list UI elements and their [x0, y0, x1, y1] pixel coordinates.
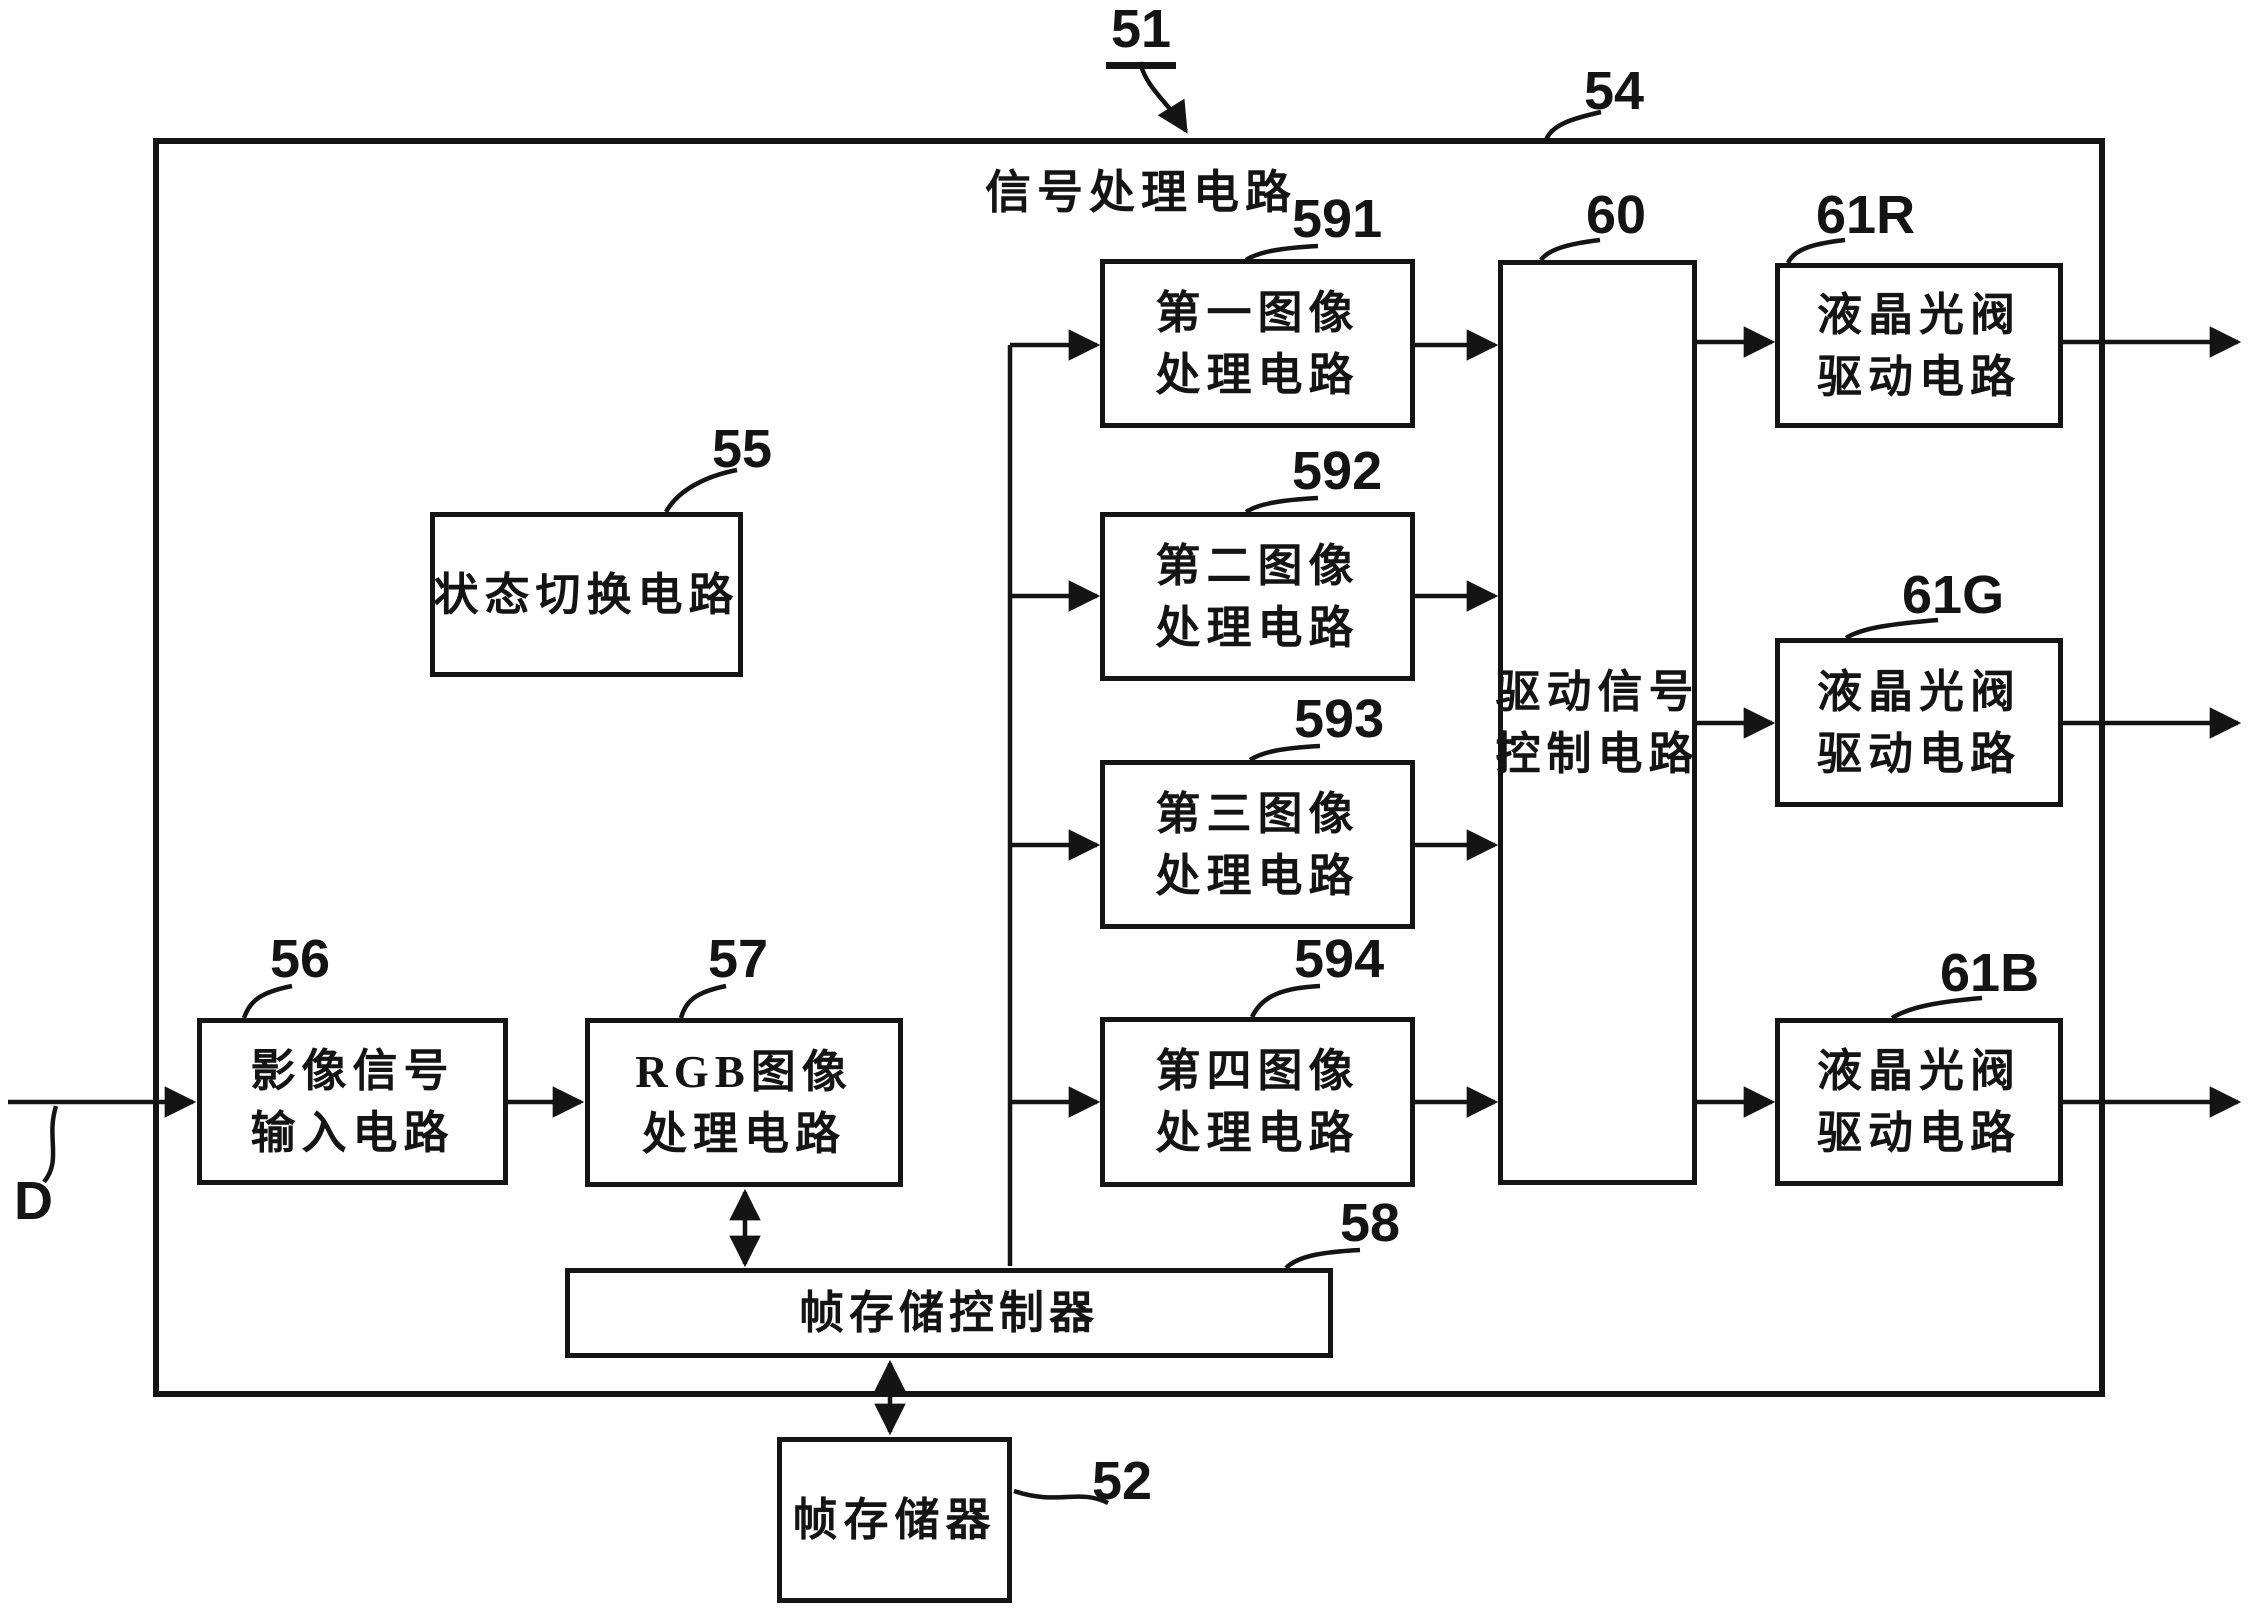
leader-56 — [241, 983, 293, 1019]
leader-61r — [1785, 237, 1846, 265]
block-594-label-line2: 处理电路 — [1155, 1108, 1360, 1158]
block-60-label-line1: 驱动信号 — [1495, 666, 1700, 717]
ref-61r: 61R — [1816, 185, 1916, 245]
block-52-frame-memory: 帧存储器 — [777, 1437, 1012, 1603]
block-56-video-signal-input-circuit: 影像信号 输入电路 — [197, 1018, 508, 1185]
leader-61b — [1890, 995, 1983, 1020]
block-61b-label-line2: 驱动电路 — [1816, 1108, 2021, 1158]
leader-592 — [1244, 495, 1319, 514]
block-55-state-switching-circuit: 状态切换电路 — [430, 512, 743, 677]
ref-594: 594 — [1294, 929, 1385, 989]
block-58-label: 帧存储控制器 — [798, 1288, 1099, 1338]
leader-60 — [1539, 237, 1601, 262]
ref-58: 58 — [1340, 1193, 1401, 1253]
leader-58 — [1284, 1247, 1361, 1270]
block-57-rgb-image-processing-circuit: RGB图像 处理电路 — [585, 1018, 903, 1187]
outer-box-signal-processing-circuit — [153, 138, 2105, 1397]
block-52-label: 帧存储器 — [792, 1495, 997, 1545]
leader-61g — [1844, 617, 1939, 640]
block-61g-lc-light-valve-drive-circuit: 液晶光阀 驱动电路 — [1775, 638, 2063, 807]
leader-593 — [1248, 743, 1321, 762]
leader-57 — [678, 983, 727, 1019]
block-61r-lc-light-valve-drive-circuit: 液晶光阀 驱动电路 — [1775, 263, 2063, 428]
input-label-d: D — [14, 1171, 53, 1231]
block-61r-label-line1: 液晶光阀 — [1816, 289, 2021, 340]
ref-57: 57 — [708, 929, 769, 989]
ref-61b: 61B — [1940, 943, 2040, 1003]
leader-55 — [664, 467, 738, 514]
block-61b-lc-light-valve-drive-circuit: 液晶光阀 驱动电路 — [1775, 1018, 2063, 1186]
ref-55: 55 — [712, 419, 773, 479]
ref-51-text: 51 — [1106, 0, 1177, 69]
ref-51: 51 — [1106, 0, 1177, 69]
block-592-label-line1: 第二图像 — [1155, 540, 1360, 591]
leader-54 — [1543, 109, 1602, 141]
outer-box-title: 信号处理电路 — [985, 167, 1297, 218]
block-593-label-line2: 处理电路 — [1155, 850, 1360, 901]
leader-arrow-51 — [1137, 61, 1188, 134]
block-61g-label-line2: 驱动电路 — [1816, 728, 2021, 779]
ref-592: 592 — [1292, 441, 1383, 501]
block-594-label-line1: 第四图像 — [1155, 1046, 1360, 1096]
ref-56: 56 — [270, 929, 331, 989]
ref-593: 593 — [1294, 689, 1385, 749]
ref-52: 52 — [1092, 1451, 1153, 1511]
block-56-label-line1: 影像信号 — [250, 1045, 455, 1096]
block-591-label-line1: 第一图像 — [1155, 287, 1360, 338]
block-57-label-line1: RGB图像 — [635, 1046, 853, 1097]
block-593-label-line1: 第三图像 — [1155, 788, 1360, 839]
block-592-second-image-processing-circuit: 第二图像 处理电路 — [1100, 512, 1415, 681]
ref-61g: 61G — [1902, 565, 2005, 625]
ref-591: 591 — [1292, 189, 1383, 249]
block-61r-label-line2: 驱动电路 — [1816, 351, 2021, 402]
block-592-label-line2: 处理电路 — [1155, 602, 1360, 653]
block-591-label-line2: 处理电路 — [1155, 349, 1360, 400]
ref-60: 60 — [1586, 185, 1647, 245]
block-61b-label-line1: 液晶光阀 — [1816, 1046, 2021, 1096]
leader-591 — [1244, 243, 1319, 262]
block-57-label-line2: 处理电路 — [641, 1108, 846, 1159]
leader-d — [42, 1105, 59, 1184]
leader-52 — [1013, 1488, 1110, 1506]
block-594-fourth-image-processing-circuit: 第四图像 处理电路 — [1100, 1017, 1415, 1187]
leader-594 — [1249, 983, 1321, 1019]
block-60-label-line2: 控制电路 — [1495, 728, 1700, 779]
block-55-label: 状态切换电路 — [433, 569, 740, 620]
block-591-first-image-processing-circuit: 第一图像 处理电路 — [1100, 259, 1415, 428]
block-61g-label-line1: 液晶光阀 — [1816, 666, 2021, 717]
block-56-label-line2: 输入电路 — [250, 1107, 455, 1158]
block-58-frame-memory-controller: 帧存储控制器 — [565, 1268, 1333, 1358]
ref-54: 54 — [1584, 61, 1645, 121]
block-593-third-image-processing-circuit: 第三图像 处理电路 — [1100, 760, 1415, 929]
block-60-drive-signal-control-circuit: 驱动信号 控制电路 — [1495, 260, 1700, 1185]
